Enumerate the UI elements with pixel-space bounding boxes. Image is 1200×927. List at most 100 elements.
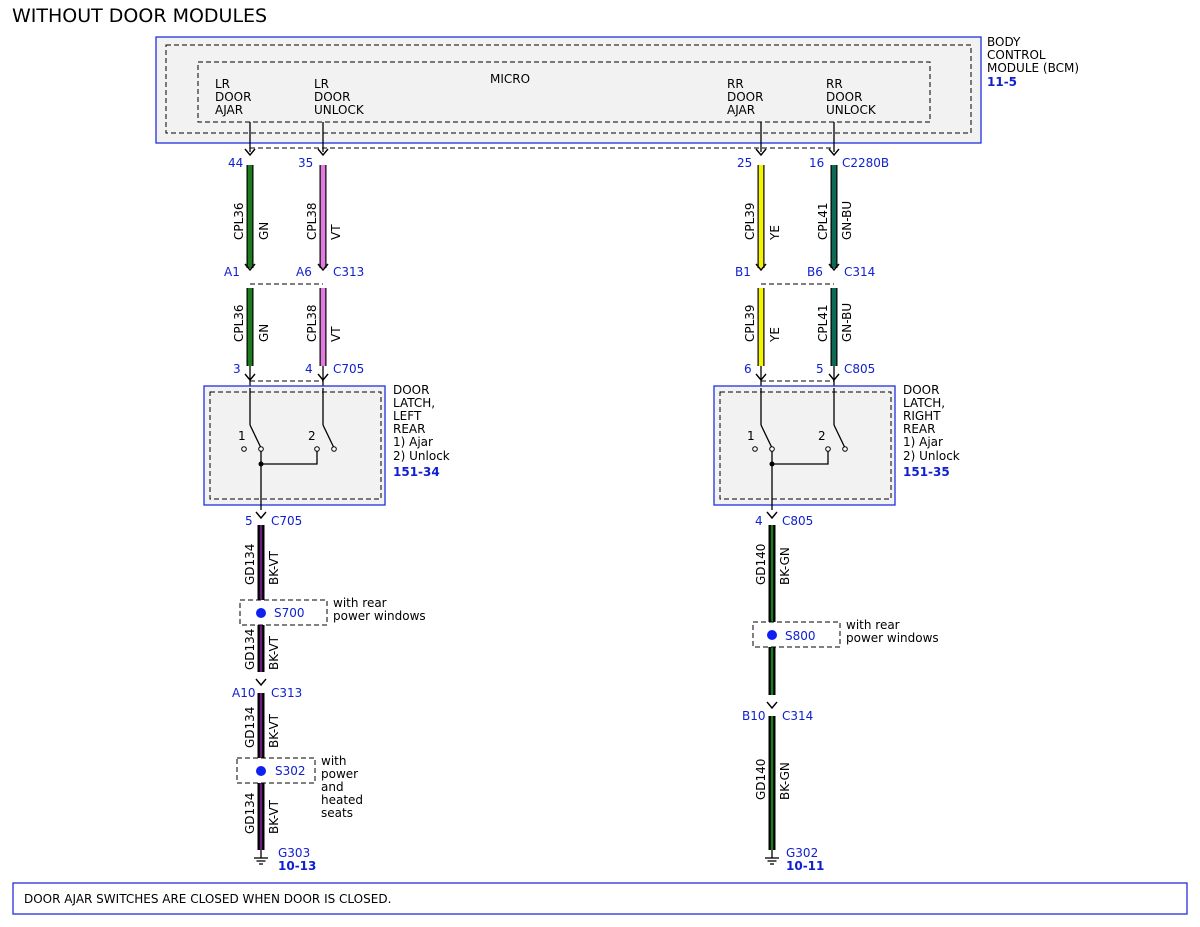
pin-a1: A1 — [224, 265, 240, 279]
right-ground-seg-2 — [770, 647, 774, 695]
signal-wire-1-seg-b — [320, 288, 326, 366]
wire-label-vt-b: VT — [329, 326, 343, 342]
wire-label-gd134-4: GD134 — [243, 793, 257, 834]
right-latch-name-2: LATCH, — [903, 396, 945, 410]
bcm-pin-label-lr-unlock-1: LR — [314, 77, 329, 91]
right-latch-name-5: 1) Ajar — [903, 435, 943, 449]
bcm-pin-label-lr-ajar-1: LR — [215, 77, 230, 91]
footer-note: DOOR AJAR SWITCHES ARE CLOSED WHEN DOOR … — [24, 892, 391, 906]
ground-g303: G303 — [278, 846, 310, 860]
splice-s800: S800 — [785, 629, 816, 643]
pin-6: 6 — [744, 362, 752, 376]
bcm-pin-label-lr-ajar-2: DOOR — [215, 90, 251, 104]
wire-label-bkvt-1: BK-VT — [267, 550, 281, 585]
bcm-pin-label-rr-unlock-2: DOOR — [826, 90, 862, 104]
bcm-module: MICRO BODY CONTROL MODULE (BCM) 11-5 LR … — [155, 35, 1079, 144]
splice-s700-note-2: power windows — [333, 609, 426, 623]
left-latch-name-5: 1) Ajar — [393, 435, 433, 449]
splice-s302-note-5: seats — [321, 806, 353, 820]
pin-4-c805: 4 — [755, 514, 763, 528]
pin-3: 3 — [233, 362, 241, 376]
connector-c805-top: C805 — [844, 362, 875, 376]
bcm-name-line-3: MODULE (BCM) — [987, 61, 1079, 75]
signal-wire-0-seg-a — [247, 165, 253, 268]
wire-label-gd134-3: GD134 — [243, 707, 257, 748]
signal-wire-2-seg-a — [758, 165, 764, 268]
connector-c805-bottom: C805 — [782, 514, 813, 528]
splice-s700-dot — [256, 608, 266, 618]
page-title: WITHOUT DOOR MODULES — [12, 5, 267, 27]
right-door-latch: 1 2 DOOR LATCH, RIGHT REAR 1) Ajar 2) Un… — [713, 383, 960, 510]
wire-label-cpl39-a: CPL39 — [743, 202, 757, 240]
right-latch-name-1: DOOR — [903, 383, 939, 397]
wire-label-gn-b: GN — [257, 324, 271, 342]
pin-b1: B1 — [735, 265, 751, 279]
connector-c314: C314 — [844, 265, 875, 279]
signal-wire-1-chevron-top — [317, 148, 329, 157]
right-latch-name-3: RIGHT — [903, 409, 941, 423]
right-latch-ref[interactable]: 151-35 — [903, 465, 950, 479]
ground-g303-ref[interactable]: 10-13 — [278, 859, 316, 873]
connector-c313: C313 — [333, 265, 364, 279]
wire-label-ye-b: YE — [768, 327, 782, 343]
wire-label-gd140-1: GD140 — [754, 544, 768, 585]
left-ground-chevron-c313 — [255, 678, 267, 687]
ground-wires — [254, 511, 779, 865]
left-latch-name-3: LEFT — [393, 409, 422, 423]
bcm-ref[interactable]: 11-5 — [987, 75, 1017, 89]
bcm-name-line-1: BODY — [987, 35, 1021, 49]
pin-b10: B10 — [742, 709, 766, 723]
bcm-pin-label-rr-ajar-1: RR — [727, 77, 744, 91]
left-ground-seg-1 — [259, 525, 263, 600]
signal-wire-3-seg-a — [831, 165, 837, 268]
wire-label-gnbu-a: GN-BU — [840, 201, 854, 240]
pin-44: 44 — [228, 156, 243, 170]
signal-wire-2-chevron-top — [755, 148, 767, 157]
wire-label-cpl41-b: CPL41 — [816, 304, 830, 342]
right-latch-name-6: 2) Unlock — [903, 449, 960, 463]
signal-wire-3-chevron-top — [828, 148, 840, 157]
wire-label-bkvt-4: BK-VT — [267, 799, 281, 834]
left-ground-seg-3 — [259, 693, 263, 758]
ground-g302-ref[interactable]: 10-11 — [786, 859, 824, 873]
pin-b6: B6 — [807, 265, 823, 279]
splice-s700-box — [239, 599, 328, 626]
wire-label-gn-a: GN — [257, 222, 271, 240]
right-ground-chevron-c314 — [766, 701, 778, 710]
signal-wire-2-seg-b — [758, 288, 764, 366]
splice-s700: S700 — [274, 606, 305, 620]
splice-s302-note-4: heated — [321, 793, 363, 807]
splice-s800-box — [752, 621, 841, 648]
right-latch-name-4: REAR — [903, 422, 935, 436]
splice-s800-dot — [767, 630, 777, 640]
splice-s302-note-1: with — [321, 754, 346, 768]
ground-g302: G302 — [786, 846, 818, 860]
signal-wire-0-chevron-top — [244, 148, 256, 157]
signal-wire-1-seg-a — [320, 165, 326, 268]
left-latch-switch-2: 2 — [308, 429, 316, 443]
wire-label-bkgn-2: BK-GN — [778, 762, 792, 800]
pin-5: 5 — [816, 362, 824, 376]
left-ground-chevron-c705 — [255, 511, 267, 520]
pin-a10: A10 — [232, 686, 255, 700]
bcm-pin-label-lr-unlock-2: DOOR — [314, 90, 350, 104]
right-latch-switch-1: 1 — [747, 429, 755, 443]
wire-label-cpl38-b: CPL38 — [305, 304, 319, 342]
bcm-pin-label-lr-ajar-3: AJAR — [215, 103, 243, 117]
wire-label-vt-a: VT — [329, 224, 343, 240]
left-ground-seg-2 — [259, 625, 263, 672]
left-latch-name-1: DOOR — [393, 383, 429, 397]
connector-c314-bottom: C314 — [782, 709, 813, 723]
wire-label-gd134-2: GD134 — [243, 629, 257, 670]
wire-label-cpl39-b: CPL39 — [743, 304, 757, 342]
bcm-micro-label: MICRO — [490, 72, 530, 86]
wire-label-ye-a: YE — [768, 225, 782, 241]
left-latch-ref[interactable]: 151-34 — [393, 465, 440, 479]
signal-wire-2-chevron-mid — [755, 263, 767, 272]
wire-label-cpl36-b: CPL36 — [232, 304, 246, 342]
wire-label-bkgn-1: BK-GN — [778, 547, 792, 585]
splice-s302-dot — [256, 766, 266, 776]
left-latch-name-4: REAR — [393, 422, 425, 436]
signal-wires — [244, 122, 840, 388]
